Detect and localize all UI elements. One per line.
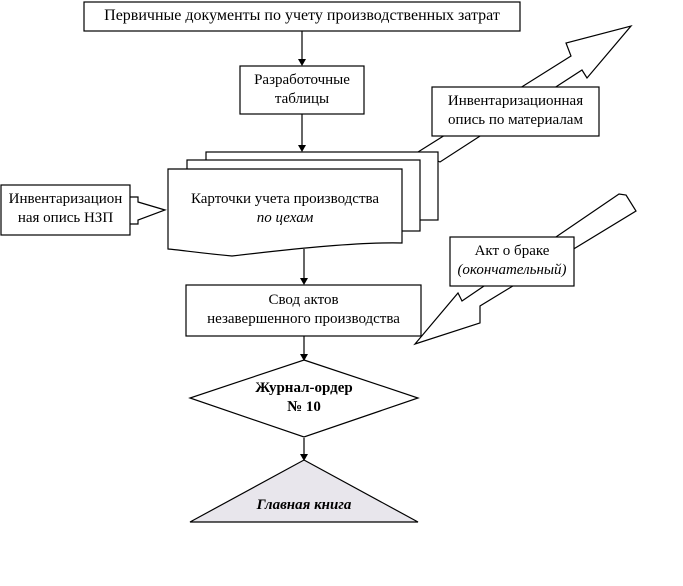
general-ledger-triangle: [189, 459, 419, 523]
inventory-wip-box: [0, 184, 131, 236]
wip-summary-box: [185, 284, 422, 337]
inventory-wip-line-2: ная опись НЗП: [17, 210, 114, 226]
dev-tables-line-1: Разработочные: [254, 72, 350, 88]
defect-act-box: [449, 236, 575, 287]
defect-act-label: Акт о браке (окончательный): [450, 242, 574, 280]
wip-summary-line-1: Свод актов: [268, 292, 339, 308]
arrowhead-tables: [298, 59, 306, 66]
arrowhead-journal: [300, 354, 308, 361]
production-cards-line-1: Карточки учета производства: [190, 191, 380, 207]
production-card-sheet-front: [167, 168, 403, 257]
arrowhead-summary: [300, 278, 308, 285]
block-arrow-wip-inventory: [130, 196, 167, 225]
defect-act-line-2: (окончательный): [457, 262, 567, 278]
inventory-materials-line-1: Инвентаризационная: [447, 93, 584, 109]
journal-order-diamond: [188, 359, 420, 438]
inventory-wip-label: Инвентаризацион ная опись НЗП: [1, 190, 130, 228]
journal-order-label: Журнал-ордер № 10: [204, 379, 404, 417]
defect-act-line-1: Акт о браке: [474, 243, 550, 259]
arrowhead-cards: [298, 145, 306, 152]
dev-tables-box: [239, 65, 365, 115]
dev-tables-label: Разработочные таблицы: [240, 71, 364, 109]
primary-docs-text: Первичные документы по учету производств…: [104, 7, 500, 24]
journal-order-line-1: Журнал-ордер: [255, 380, 353, 396]
arrowhead-ledger: [300, 454, 308, 461]
wip-summary-line-2: незавершенного производства: [207, 311, 400, 327]
dev-tables-line-2: таблицы: [274, 91, 330, 107]
production-cards-label: Карточки учета производства по цехам: [168, 190, 402, 228]
inventory-materials-label: Инвентаризационная опись по материалам: [432, 92, 599, 130]
primary-docs-box: [83, 1, 521, 32]
inventory-materials-box: [431, 86, 600, 137]
general-ledger-text: Главная книга: [256, 497, 352, 513]
journal-order-line-2: № 10: [287, 399, 321, 415]
inventory-wip-line-1: Инвентаризацион: [8, 191, 123, 207]
production-cards-line-2: по цехам: [256, 210, 314, 226]
wip-summary-label: Свод актов незавершенного производства: [186, 291, 421, 329]
general-ledger-label: Главная книга: [204, 496, 404, 515]
inventory-materials-line-2: опись по материалам: [448, 112, 583, 128]
primary-docs-label: Первичные документы по учету производств…: [84, 6, 520, 25]
